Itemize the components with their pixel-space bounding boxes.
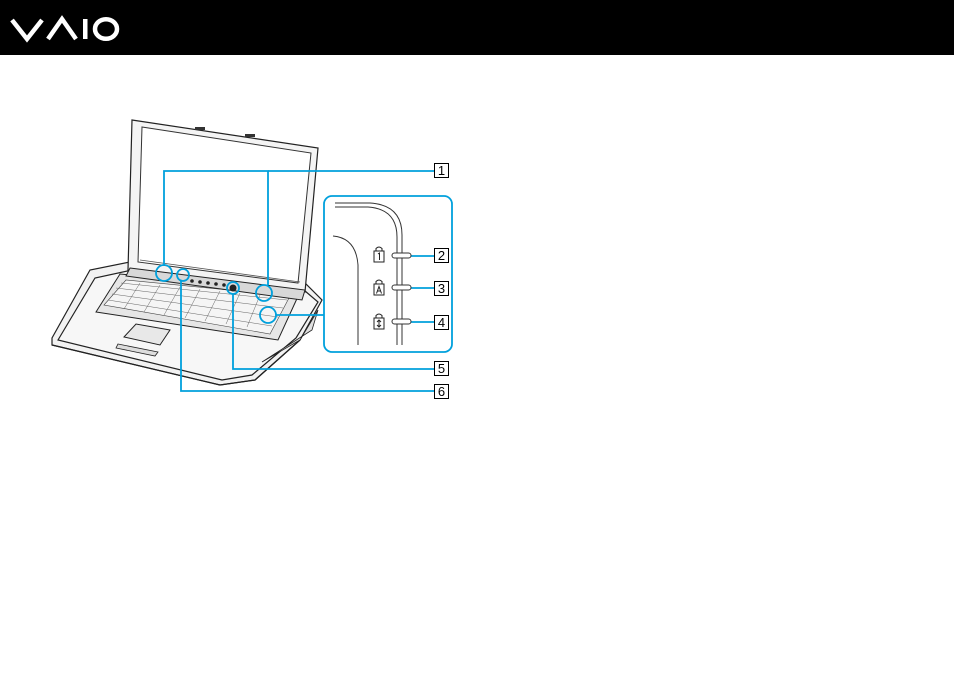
callout-1: 1 [434,163,449,178]
callout-4: 4 [434,315,449,330]
scroll-lock-icon [372,312,386,330]
callout-5: 5 [434,361,449,376]
caps-lock-icon [372,278,386,296]
laptop-lid [128,120,318,292]
callout-6: 6 [434,384,449,399]
callout-3: 3 [434,281,449,296]
callout-2: 2 [434,248,449,263]
num-lock-icon [372,245,386,263]
